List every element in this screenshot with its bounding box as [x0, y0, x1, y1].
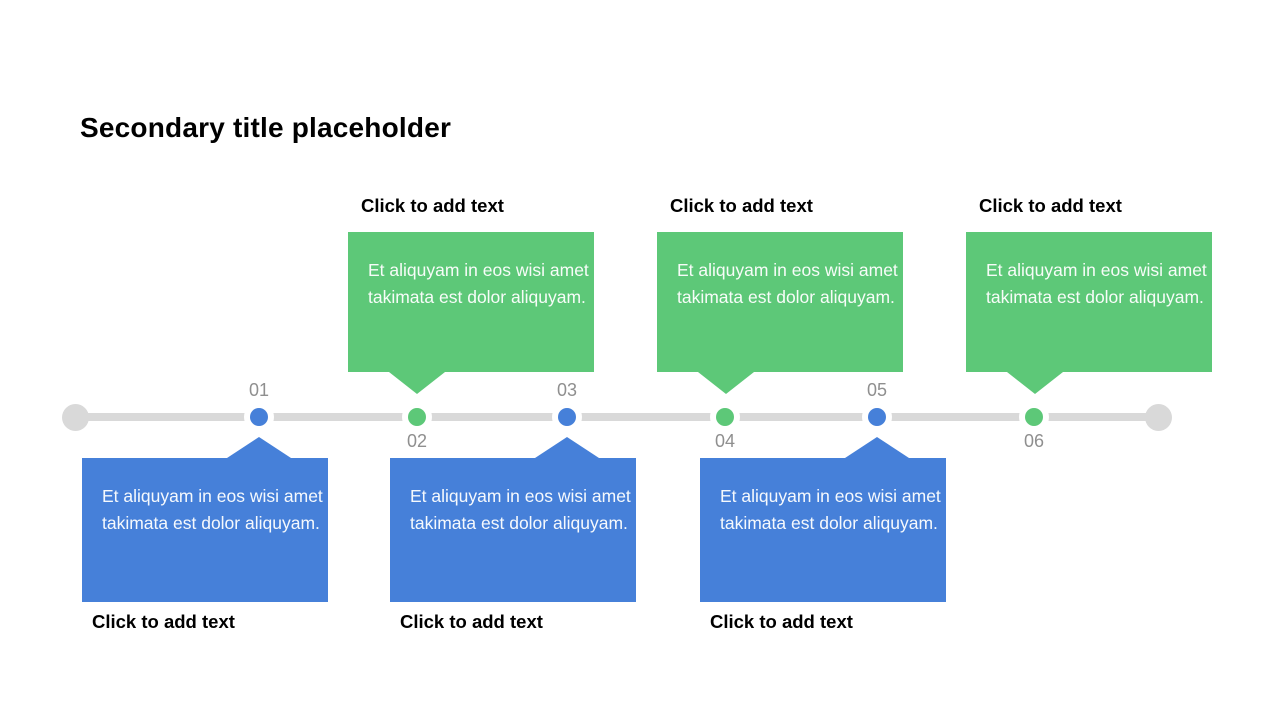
callout-tail-down	[1007, 372, 1063, 394]
callout-body-text[interactable]: Et aliquyam in eos wisi amet takimata es…	[720, 486, 941, 533]
callout-tail-down	[389, 372, 445, 394]
callout-body-text[interactable]: Et aliquyam in eos wisi amet takimata es…	[410, 486, 631, 533]
callout-body-text[interactable]: Et aliquyam in eos wisi amet takimata es…	[368, 260, 589, 307]
callout-heading-bottom-3[interactable]: Click to add text	[710, 611, 853, 632]
milestone-number-04: 04	[714, 431, 736, 451]
callout-body-text[interactable]: Et aliquyam in eos wisi amet takimata es…	[102, 486, 323, 533]
timeline-endpoint-left	[62, 404, 89, 431]
milestone-dot-04	[716, 408, 734, 426]
callout-heading-bottom-2[interactable]: Click to add text	[400, 611, 543, 632]
milestone-dot-01	[250, 408, 268, 426]
milestone-number-05: 05	[866, 380, 888, 400]
callout-heading-top-3[interactable]: Click to add text	[979, 195, 1122, 216]
callout-tail-up	[845, 437, 909, 458]
callout-tail-up	[227, 437, 291, 458]
callout-bubble-bottom-3: Et aliquyam in eos wisi amet takimata es…	[700, 437, 946, 602]
callout-body-text[interactable]: Et aliquyam in eos wisi amet takimata es…	[677, 260, 898, 307]
milestone-number-06: 06	[1023, 431, 1045, 451]
milestone-number-02: 02	[406, 431, 428, 451]
callout-bubble-top-3: Et aliquyam in eos wisi amet takimata es…	[966, 232, 1212, 394]
callout-heading-top-2[interactable]: Click to add text	[670, 195, 813, 216]
milestone-dot-06	[1025, 408, 1043, 426]
callout-body-text[interactable]: Et aliquyam in eos wisi amet takimata es…	[986, 260, 1207, 307]
slide-title[interactable]: Secondary title placeholder	[80, 112, 452, 143]
milestone-dot-03	[558, 408, 576, 426]
milestone-dot-02	[408, 408, 426, 426]
callout-heading-top-1[interactable]: Click to add text	[361, 195, 504, 216]
callout-bubble-top-1: Et aliquyam in eos wisi amet takimata es…	[348, 232, 594, 394]
timeline-endpoint-right	[1145, 404, 1172, 431]
callout-tail-up	[535, 437, 599, 458]
callout-bubble-top-2: Et aliquyam in eos wisi amet takimata es…	[657, 232, 903, 394]
milestone-number-01: 01	[248, 380, 270, 400]
milestone-dot-05	[868, 408, 886, 426]
timeline-track	[75, 413, 1158, 421]
callout-bubble-bottom-2: Et aliquyam in eos wisi amet takimata es…	[390, 437, 636, 602]
milestone-number-03: 03	[556, 380, 578, 400]
callout-bubble-bottom-1: Et aliquyam in eos wisi amet takimata es…	[82, 437, 328, 602]
callout-heading-bottom-1[interactable]: Click to add text	[92, 611, 235, 632]
callout-tail-down	[698, 372, 754, 394]
